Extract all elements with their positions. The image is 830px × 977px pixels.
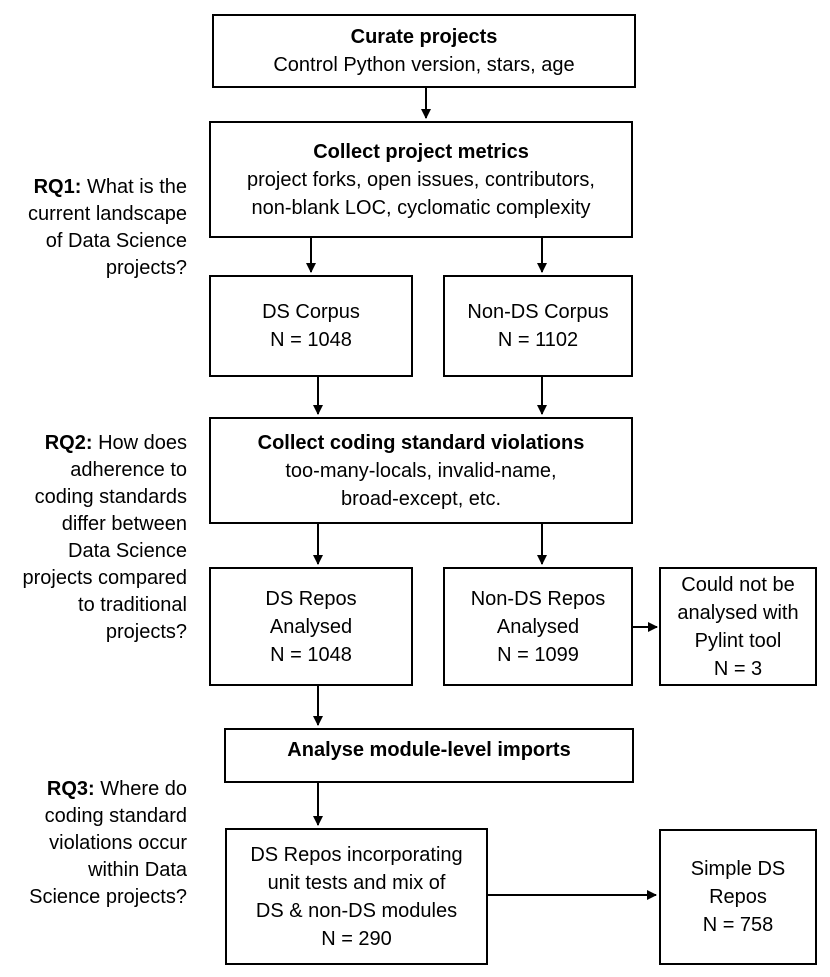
rq-line: Data Science bbox=[68, 540, 187, 562]
box-non-ds-corpus: Non-DS Corpus N = 1102 bbox=[443, 275, 633, 377]
rq-line: RQ2: How does bbox=[0, 430, 187, 457]
rq-line: of Data Science bbox=[45, 230, 187, 252]
rq3-label: RQ3: bbox=[46, 778, 95, 800]
rq2-label: RQ2: bbox=[44, 432, 93, 454]
box-line: DS Repos incorporating bbox=[250, 843, 463, 866]
box-line: N = 1048 bbox=[270, 643, 352, 666]
rq-line: coding standards bbox=[34, 486, 187, 508]
rq-line-text: Where do bbox=[100, 778, 187, 800]
rq-line: violations occur bbox=[49, 832, 187, 854]
box-line: unit tests and mix of bbox=[267, 871, 446, 894]
box-line: N = 1048 bbox=[270, 329, 352, 351]
box-ds-repos-unit-tests: DS Repos incorporating unit tests and mi… bbox=[225, 828, 488, 965]
box-line: Non-DS Repos bbox=[470, 587, 606, 610]
box-ds-repos-analysed: DS Repos Analysed N = 1048 bbox=[209, 567, 413, 686]
box-line: DS Corpus bbox=[262, 301, 360, 323]
rq-line: RQ1: What is the bbox=[0, 174, 187, 201]
rq-line: Science projects? bbox=[29, 886, 187, 908]
box-line: Analysed bbox=[496, 615, 580, 638]
rq-line: differ between bbox=[61, 513, 187, 535]
box-line: analysed with bbox=[677, 601, 799, 624]
rq-line: projects compared bbox=[22, 567, 187, 589]
rq1-label: RQ1: bbox=[33, 176, 82, 198]
box-line: Non-DS Corpus bbox=[467, 301, 609, 323]
rq-line: adherence to bbox=[70, 459, 187, 481]
box-simple-ds-repos: Simple DS Repos N = 758 bbox=[659, 829, 817, 965]
box-title: Curate projects bbox=[350, 26, 498, 48]
rq2-text: RQ2: How does adherence to coding standa… bbox=[0, 430, 187, 646]
box-title: Collect coding standard violations bbox=[257, 431, 585, 454]
box-title: Analyse module-level imports bbox=[287, 739, 571, 761]
rq-line: coding standard bbox=[44, 805, 187, 827]
box-line: N = 3 bbox=[713, 657, 763, 680]
rq-line: to traditional bbox=[78, 594, 187, 616]
box-line: N = 1102 bbox=[497, 329, 579, 351]
box-line: DS & non-DS modules bbox=[255, 899, 458, 922]
box-line: project forks, open issues, contributors… bbox=[247, 168, 595, 191]
rq-line: RQ3: Where do bbox=[0, 776, 187, 803]
box-line: Pylint tool bbox=[694, 629, 782, 652]
rq-line: within Data bbox=[88, 859, 187, 881]
box-title: Collect project metrics bbox=[313, 140, 529, 163]
box-line: Could not be bbox=[681, 573, 795, 596]
rq-line-text: How does bbox=[98, 432, 187, 454]
rq1-text: RQ1: What is the current landscape of Da… bbox=[0, 174, 187, 282]
box-line: N = 758 bbox=[702, 914, 774, 936]
box-collect-project-metrics: Collect project metrics project forks, o… bbox=[209, 121, 633, 238]
rq-line: current landscape bbox=[28, 203, 187, 225]
box-line: Control Python version, stars, age bbox=[273, 54, 575, 76]
box-line: too-many-locals, invalid-name, bbox=[285, 459, 557, 482]
box-line: N = 290 bbox=[321, 927, 392, 950]
box-line: N = 1099 bbox=[497, 643, 579, 666]
rq-line-text: What is the bbox=[86, 176, 187, 198]
rq3-text: RQ3: Where do coding standard violations… bbox=[0, 776, 187, 911]
box-could-not-be-analysed: Could not be analysed with Pylint tool N… bbox=[659, 567, 817, 686]
box-line: broad-except, etc. bbox=[340, 487, 502, 510]
box-curate-projects: Curate projects Control Python version, … bbox=[212, 14, 636, 88]
box-line: non-blank LOC, cyclomatic complexity bbox=[251, 196, 591, 219]
rq-line: projects? bbox=[105, 621, 187, 643]
box-line: Repos bbox=[709, 886, 767, 908]
box-non-ds-repos-analysed: Non-DS Repos Analysed N = 1099 bbox=[443, 567, 633, 686]
box-ds-corpus: DS Corpus N = 1048 bbox=[209, 275, 413, 377]
box-analyse-module-level-imports: Analyse module-level imports bbox=[224, 728, 634, 783]
box-line: Analysed bbox=[269, 615, 353, 638]
rq-line: projects? bbox=[105, 257, 187, 279]
box-line: Simple DS bbox=[690, 858, 786, 880]
box-line: DS Repos bbox=[265, 587, 357, 610]
box-collect-coding-standard-violations: Collect coding standard violations too-m… bbox=[209, 417, 633, 524]
